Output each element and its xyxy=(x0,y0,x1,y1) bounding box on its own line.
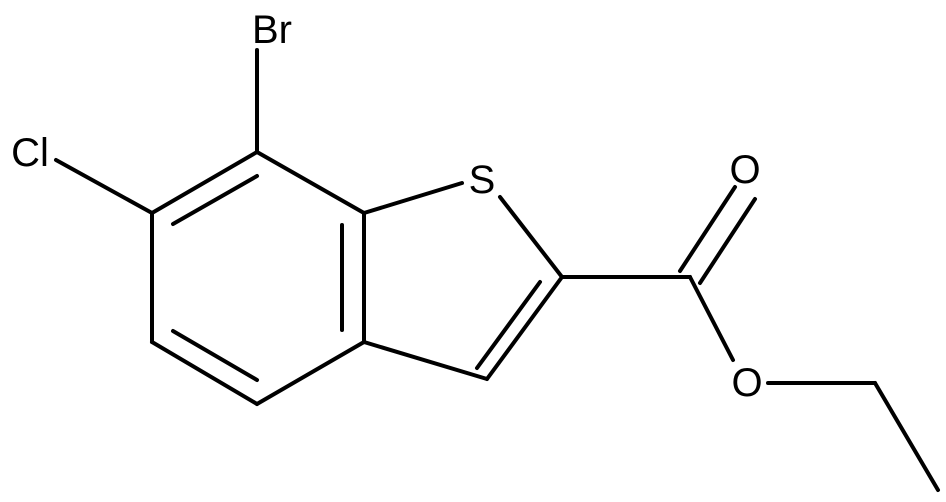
bond-c3a-c4 xyxy=(255,340,366,406)
bond-c4-c5 xyxy=(150,340,259,406)
bond-c3-c3a xyxy=(362,340,489,381)
bond-c6-cl xyxy=(54,158,154,215)
bond-c7-c7a xyxy=(255,150,366,215)
bond-co-double-a xyxy=(678,185,737,273)
bond-ch2-ch3 xyxy=(873,381,940,492)
bond-co-double-b xyxy=(698,197,757,285)
atom-label-o-ester: O xyxy=(731,361,762,405)
atom-label-s: S xyxy=(469,158,496,202)
bond-s-c2 xyxy=(498,195,564,279)
atom-label-o-carbonyl: O xyxy=(729,148,760,192)
bond-c6-c7 xyxy=(150,150,259,215)
bond-ccarbonyl-oester xyxy=(688,275,735,362)
bond-c4-c5-inner xyxy=(171,329,259,382)
bond-c2-c3-inner xyxy=(475,280,542,370)
bond-c2-c3 xyxy=(485,275,564,381)
atom-label-br: Br xyxy=(252,8,292,52)
bond-c7a-s xyxy=(362,181,464,215)
bond-c6-c7-inner xyxy=(171,174,259,226)
atom-label-cl: Cl xyxy=(11,131,49,175)
